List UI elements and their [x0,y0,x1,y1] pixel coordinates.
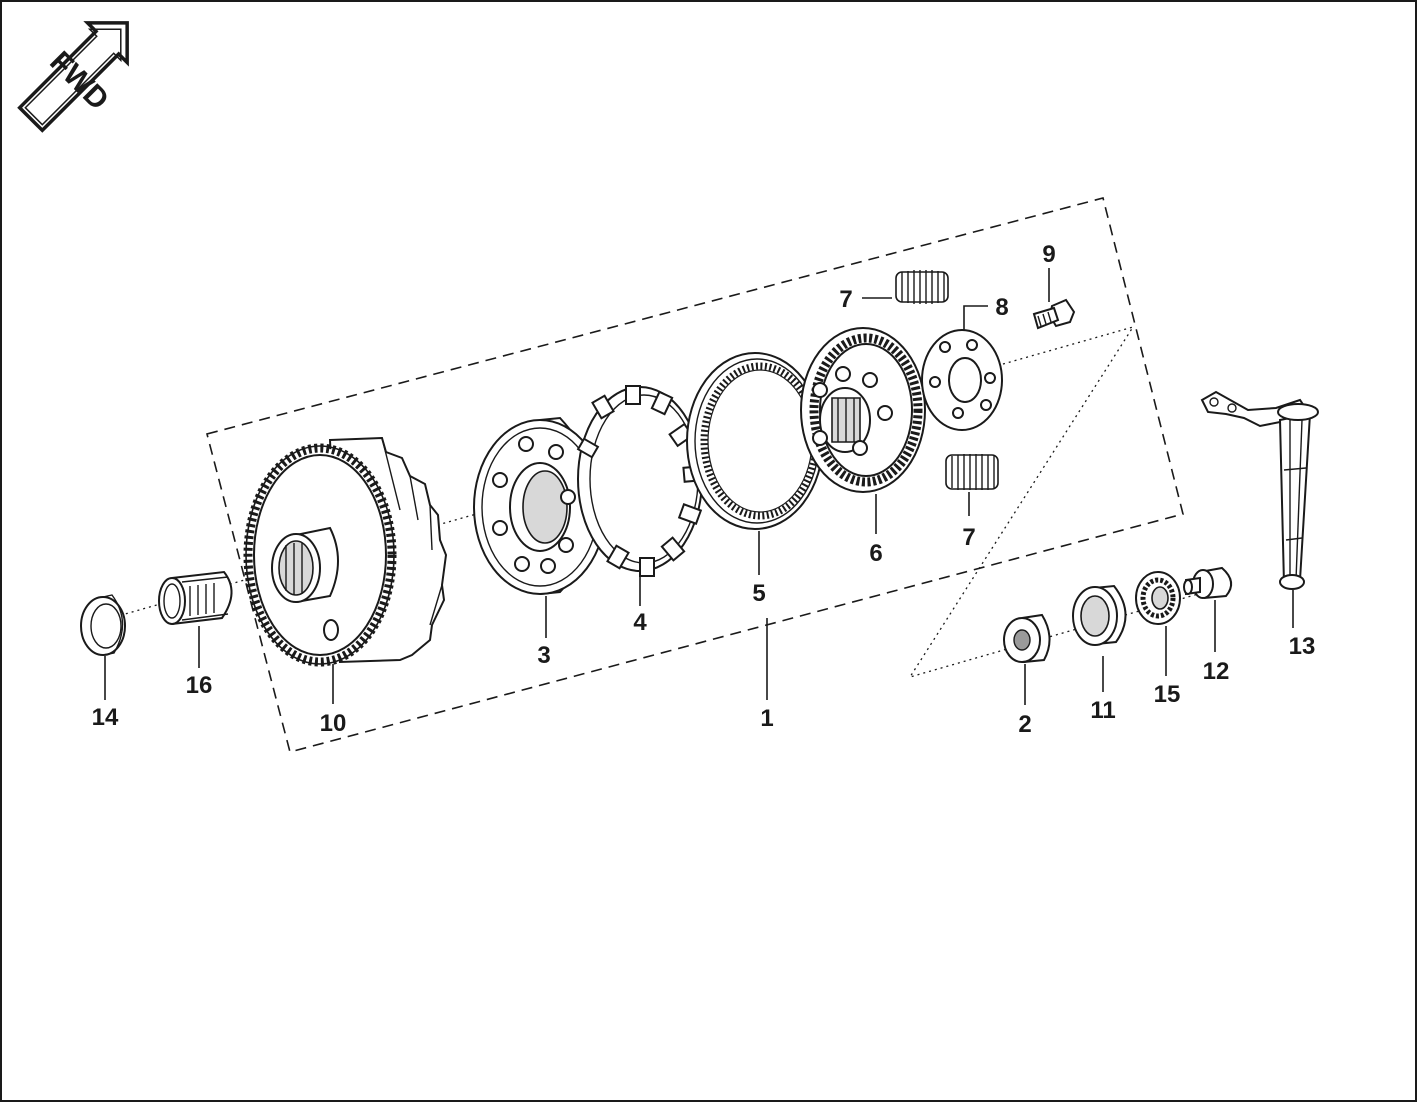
callout-16: 16 [186,672,213,699]
part-7-spring-top [895,270,949,304]
part-5-clutch-plate [686,352,824,530]
callout-7-bottom: 7 [962,524,975,551]
callout-4: 4 [633,609,647,636]
assembly-axis [96,325,1227,679]
callout-6: 6 [869,540,882,567]
part-3-clutch-hub [473,416,607,595]
callout-8: 8 [995,294,1008,321]
part-8-retainer-plate [921,329,1003,431]
callout-2: 2 [1018,711,1031,738]
callout-7-top: 7 [839,286,852,313]
part-16-needle-bearing [158,570,233,625]
part-4-friction-discs [576,385,704,577]
callout-12: 12 [1203,658,1230,685]
callout-13: 13 [1289,633,1316,660]
part-11-sleeve [1072,584,1127,646]
callout-11: 11 [1090,697,1115,724]
part-9-bolt [1032,298,1076,330]
part-12-push-piece [1183,566,1233,599]
callout-15: 14 [92,704,119,731]
part-15-ring [80,594,126,656]
callout-3: 3 [537,642,550,669]
fwd-arrow-icon [17,21,129,133]
assembly-boundary [206,197,1184,753]
part-10-clutch-housing [243,436,448,667]
callout-9: 9 [1042,241,1055,268]
part-14-ball-bearing [1135,571,1181,625]
part-6-pressure-plate [800,327,926,493]
part-2-nut [1003,613,1051,663]
part-7-spring-bottom [945,454,999,490]
callout-14: 15 [1154,681,1181,708]
part-13-release-shaft [1200,390,1319,590]
callout-10: 10 [320,710,347,737]
callout-5: 5 [752,580,765,607]
leader-lines [104,268,1294,705]
callout-1: 1 [760,705,773,732]
